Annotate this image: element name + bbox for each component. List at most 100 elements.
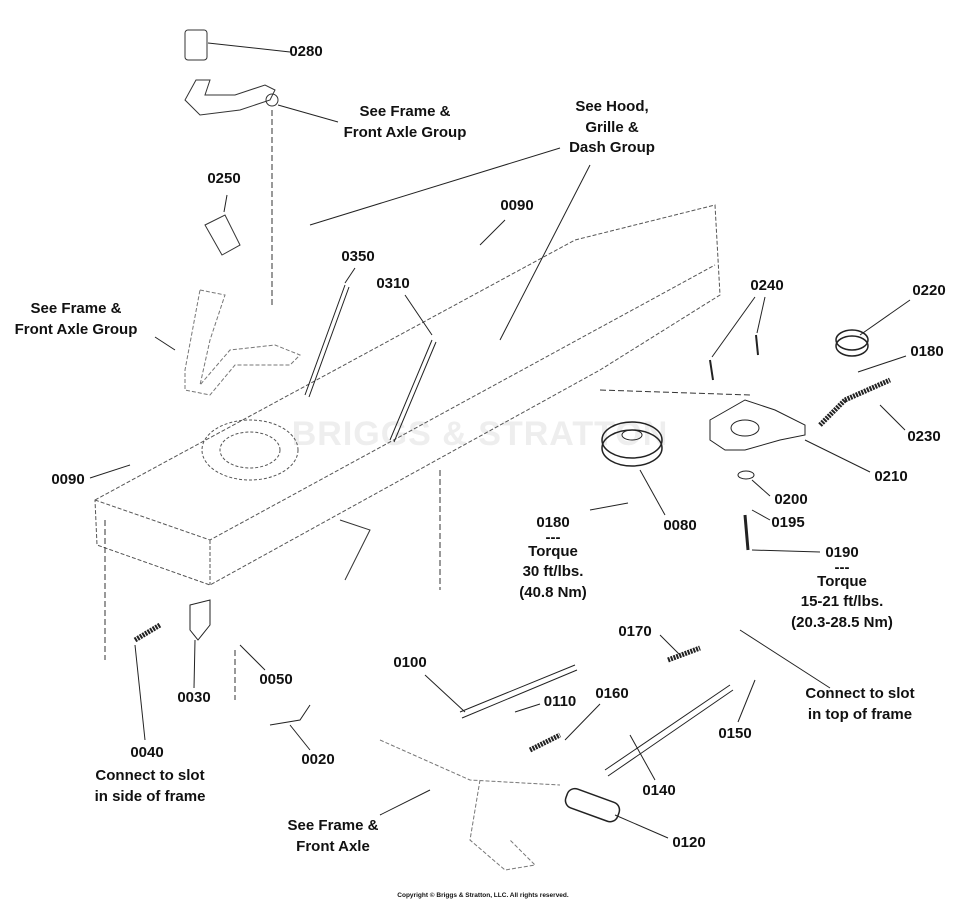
callout-0160[interactable]: 0160 xyxy=(595,684,628,705)
note-see-frame-top[interactable]: See Frame & Front Axle Group xyxy=(344,102,467,143)
callout-text: 0120 xyxy=(672,834,706,851)
pedal-pad xyxy=(184,29,208,61)
callout-0030[interactable]: 0030 xyxy=(177,688,210,709)
callout-0120[interactable]: 0120 xyxy=(672,833,705,854)
rod-0350 xyxy=(304,284,350,398)
copyright: Copyright © Briggs & Stratton, LLC. All … xyxy=(397,892,569,899)
callout-0110[interactable]: 0110 xyxy=(544,692,577,713)
callout-text: 0240 xyxy=(750,277,784,294)
callout-0080[interactable]: 0080 xyxy=(663,516,696,537)
callout-text: 0350 xyxy=(341,248,375,265)
callout-text: 0090 xyxy=(500,197,534,214)
callout-0310[interactable]: 0310 xyxy=(376,274,409,295)
callout-0190-torque[interactable]: 0190---Torque 15-21 ft/lbs. (20.3-28.5 Nm) xyxy=(791,543,893,633)
callout-text: in top of frame xyxy=(807,705,913,723)
callout-0240[interactable]: 0240 xyxy=(750,276,783,297)
callout-0140[interactable]: 0140 xyxy=(642,781,675,802)
note-see-hood[interactable]: See Hood,Grille &Dash Group xyxy=(569,97,655,159)
callout-text: 0280 xyxy=(289,43,323,60)
callout-0050[interactable]: 0050 xyxy=(259,670,292,691)
callout-text: See Frame & xyxy=(359,103,451,120)
bolt-0190 xyxy=(743,514,750,551)
callout-text: --- xyxy=(545,528,561,546)
callout-0090[interactable]: 0090 xyxy=(500,196,533,217)
callout-text: Dash Group xyxy=(569,139,655,156)
pedal-arm-left xyxy=(184,289,301,396)
note-see-frame-left[interactable]: See Frame &Front Axle Group xyxy=(15,299,138,340)
callout-text: 0020 xyxy=(301,751,335,768)
spring-0040 xyxy=(133,622,162,643)
callout-text: 0220 xyxy=(912,282,946,299)
callout-0195[interactable]: 0195 xyxy=(771,513,804,534)
callout-text: 0170 xyxy=(618,623,652,640)
callout-text: (20.3-28.5 Nm) xyxy=(791,613,893,631)
callout-text: Front Axle Group xyxy=(343,123,467,141)
callout-text: Connect to slot xyxy=(805,685,915,702)
rod-0310 xyxy=(389,339,437,443)
callout-text: (40.8 Nm) xyxy=(519,583,587,601)
spring-0230 xyxy=(818,377,892,427)
callout-0020[interactable]: 0020 xyxy=(301,750,334,771)
callout-text: 0230 xyxy=(907,428,941,445)
callout-text: 0100 xyxy=(393,654,427,671)
callout-text: 0160 xyxy=(595,685,629,702)
callout-text: 30 ft/lbs. xyxy=(522,563,584,580)
callout-text: in side of frame xyxy=(94,787,206,805)
callout-0350[interactable]: 0350 xyxy=(341,247,374,268)
rod-0020 xyxy=(269,704,311,726)
callout-text: 0180 xyxy=(536,514,570,531)
callout-text: 0310 xyxy=(376,275,410,292)
grip-0120 xyxy=(564,787,621,823)
rod-0140 xyxy=(604,684,734,777)
callout-text: 0210 xyxy=(874,468,908,485)
callout-text: 0080 xyxy=(663,517,697,534)
pedal-pad-0250 xyxy=(204,214,241,256)
callout-0220[interactable]: 0220 xyxy=(912,281,945,302)
callout-0040[interactable]: 0040 xyxy=(130,743,163,764)
callout-0230[interactable]: 0230 xyxy=(907,427,940,448)
pedal-arm xyxy=(184,79,276,116)
front-axle xyxy=(379,739,561,871)
spring-0160 xyxy=(528,732,562,753)
idler-bracket xyxy=(709,399,806,451)
callout-text: 0030 xyxy=(177,689,211,706)
bolt-0240b xyxy=(755,334,759,356)
callout-0180[interactable]: 0180 xyxy=(910,342,943,363)
spring-0170 xyxy=(667,645,701,663)
callout-text: 0050 xyxy=(259,671,293,688)
callout-0150[interactable]: 0150 xyxy=(718,724,751,745)
callout-text: Torque xyxy=(817,572,867,590)
callout-text: See Hood, xyxy=(575,98,649,115)
callout-text: 0150 xyxy=(718,725,752,742)
rod-0100 xyxy=(459,664,578,719)
callout-0170[interactable]: 0170 xyxy=(618,622,651,643)
callout-text: 0190 xyxy=(825,544,859,561)
callout-text: --- xyxy=(834,558,850,576)
callout-text: 0180 xyxy=(910,343,944,360)
callout-text: 0195 xyxy=(771,514,805,531)
callout-text: See Frame & xyxy=(287,817,379,834)
callout-text: 0200 xyxy=(774,491,808,508)
callout-0280[interactable]: 0280 xyxy=(289,42,322,63)
callout-0200[interactable]: 0200 xyxy=(774,490,807,511)
callout-text: 15-21 ft/lbs. xyxy=(800,593,884,610)
callout-0250[interactable]: 0250 xyxy=(207,169,240,190)
callout-text: 0110 xyxy=(543,693,577,710)
callout-text: 0250 xyxy=(207,170,241,187)
note-see-frame-bottom[interactable]: See Frame & Front Axle xyxy=(288,816,379,857)
callout-text: Front Axle Group xyxy=(14,320,138,338)
pulley-0080 xyxy=(601,421,663,459)
frame-hole xyxy=(201,419,299,481)
callout-text: 0040 xyxy=(130,744,164,761)
callout-0210[interactable]: 0210 xyxy=(874,467,907,488)
callout-text: Front Axle xyxy=(296,837,370,855)
callout-text: 0140 xyxy=(642,782,676,799)
note-connect-top[interactable]: Connect to slot in top of frame xyxy=(805,684,914,725)
callout-0090-left[interactable]: 0090 xyxy=(51,470,84,491)
bolt-0240a xyxy=(709,359,714,381)
callout-0100[interactable]: 0100 xyxy=(393,653,426,674)
